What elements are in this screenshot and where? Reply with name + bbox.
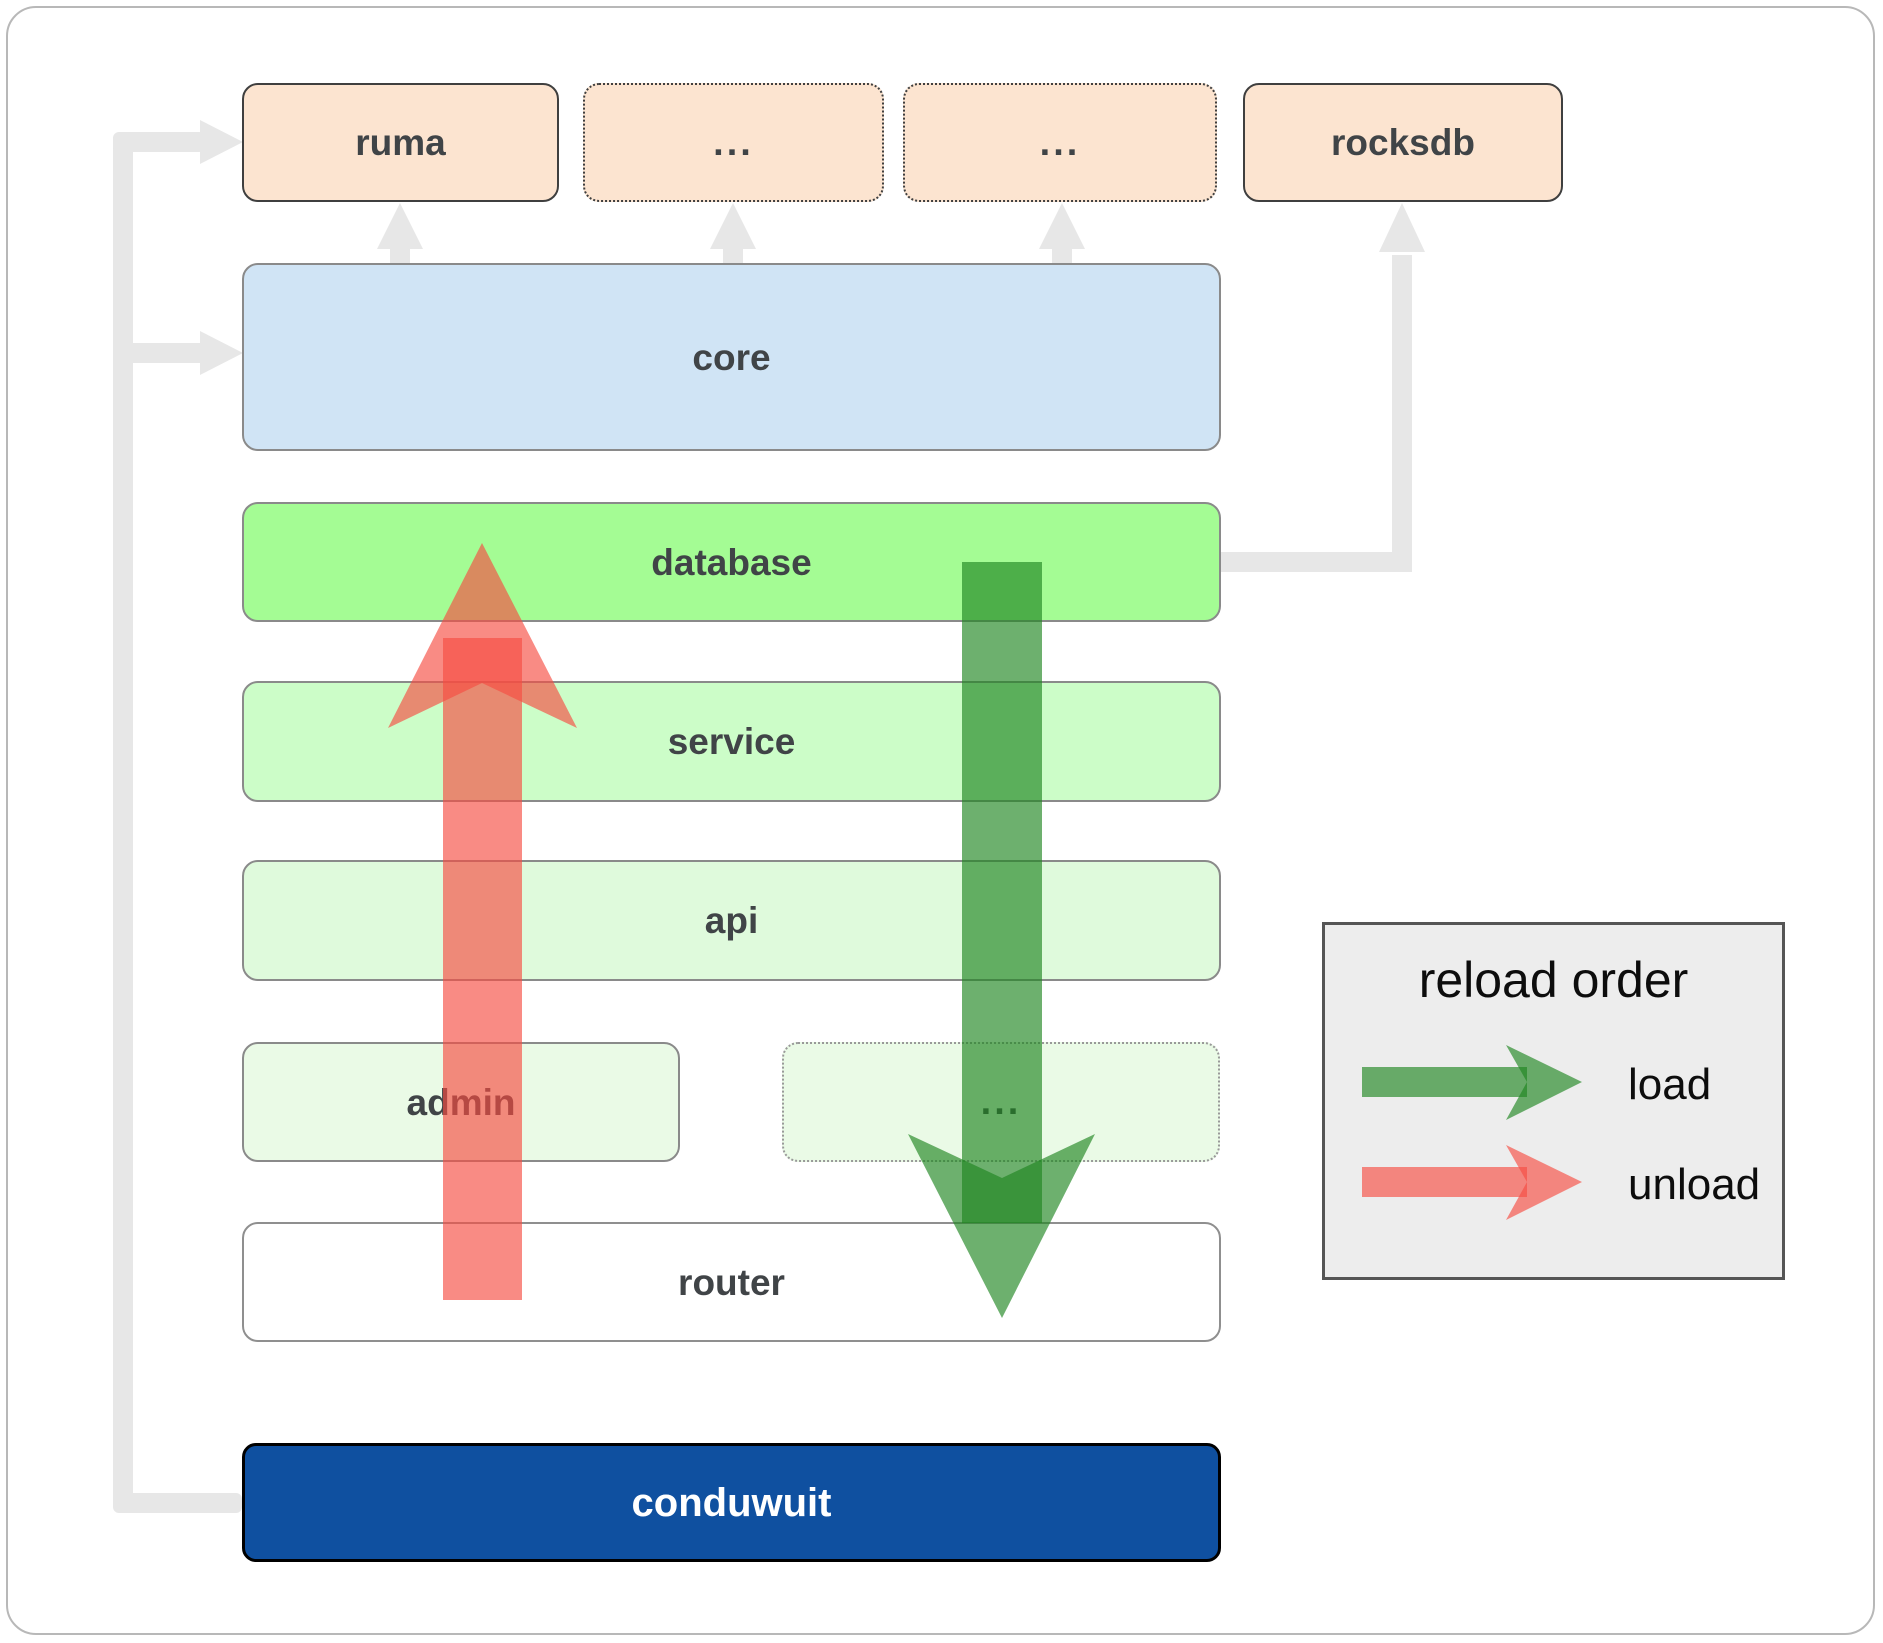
box-more-1-label: ... [713, 121, 754, 164]
box-router-label: router [678, 1261, 785, 1303]
legend-load-label: load [1628, 1060, 1712, 1109]
box-rocksdb: rocksdb [1243, 83, 1563, 202]
box-ruma-label: ruma [355, 122, 446, 163]
box-api: api [242, 860, 1221, 981]
box-core: core [242, 263, 1221, 451]
box-api-label: api [704, 900, 759, 941]
box-core-label: core [692, 336, 771, 378]
diagram-outer-frame [6, 6, 1875, 1635]
box-router: router [242, 1222, 1221, 1342]
legend-unload-label: unload [1628, 1160, 1761, 1209]
box-conduwuit: conduwuit [242, 1443, 1221, 1562]
legend-title: reload order [1418, 952, 1689, 1008]
box-more-2: ... [903, 83, 1217, 202]
box-admin-more: ... [782, 1042, 1220, 1162]
box-ruma: ruma [242, 83, 559, 202]
box-conduwuit-label: conduwuit [631, 1480, 832, 1525]
box-database: database [242, 502, 1221, 622]
box-service-label: service [667, 721, 796, 762]
legend-reload-order: reload order load unload [1322, 922, 1785, 1280]
box-admin-label: admin [406, 1081, 516, 1123]
box-database-label: database [651, 541, 812, 583]
box-admin: admin [242, 1042, 680, 1162]
box-more-1: ... [583, 83, 884, 202]
box-service: service [242, 681, 1221, 802]
box-rocksdb-label: rocksdb [1331, 122, 1475, 163]
box-admin-more-label: ... [980, 1081, 1022, 1123]
box-more-2-label: ... [1039, 121, 1081, 164]
